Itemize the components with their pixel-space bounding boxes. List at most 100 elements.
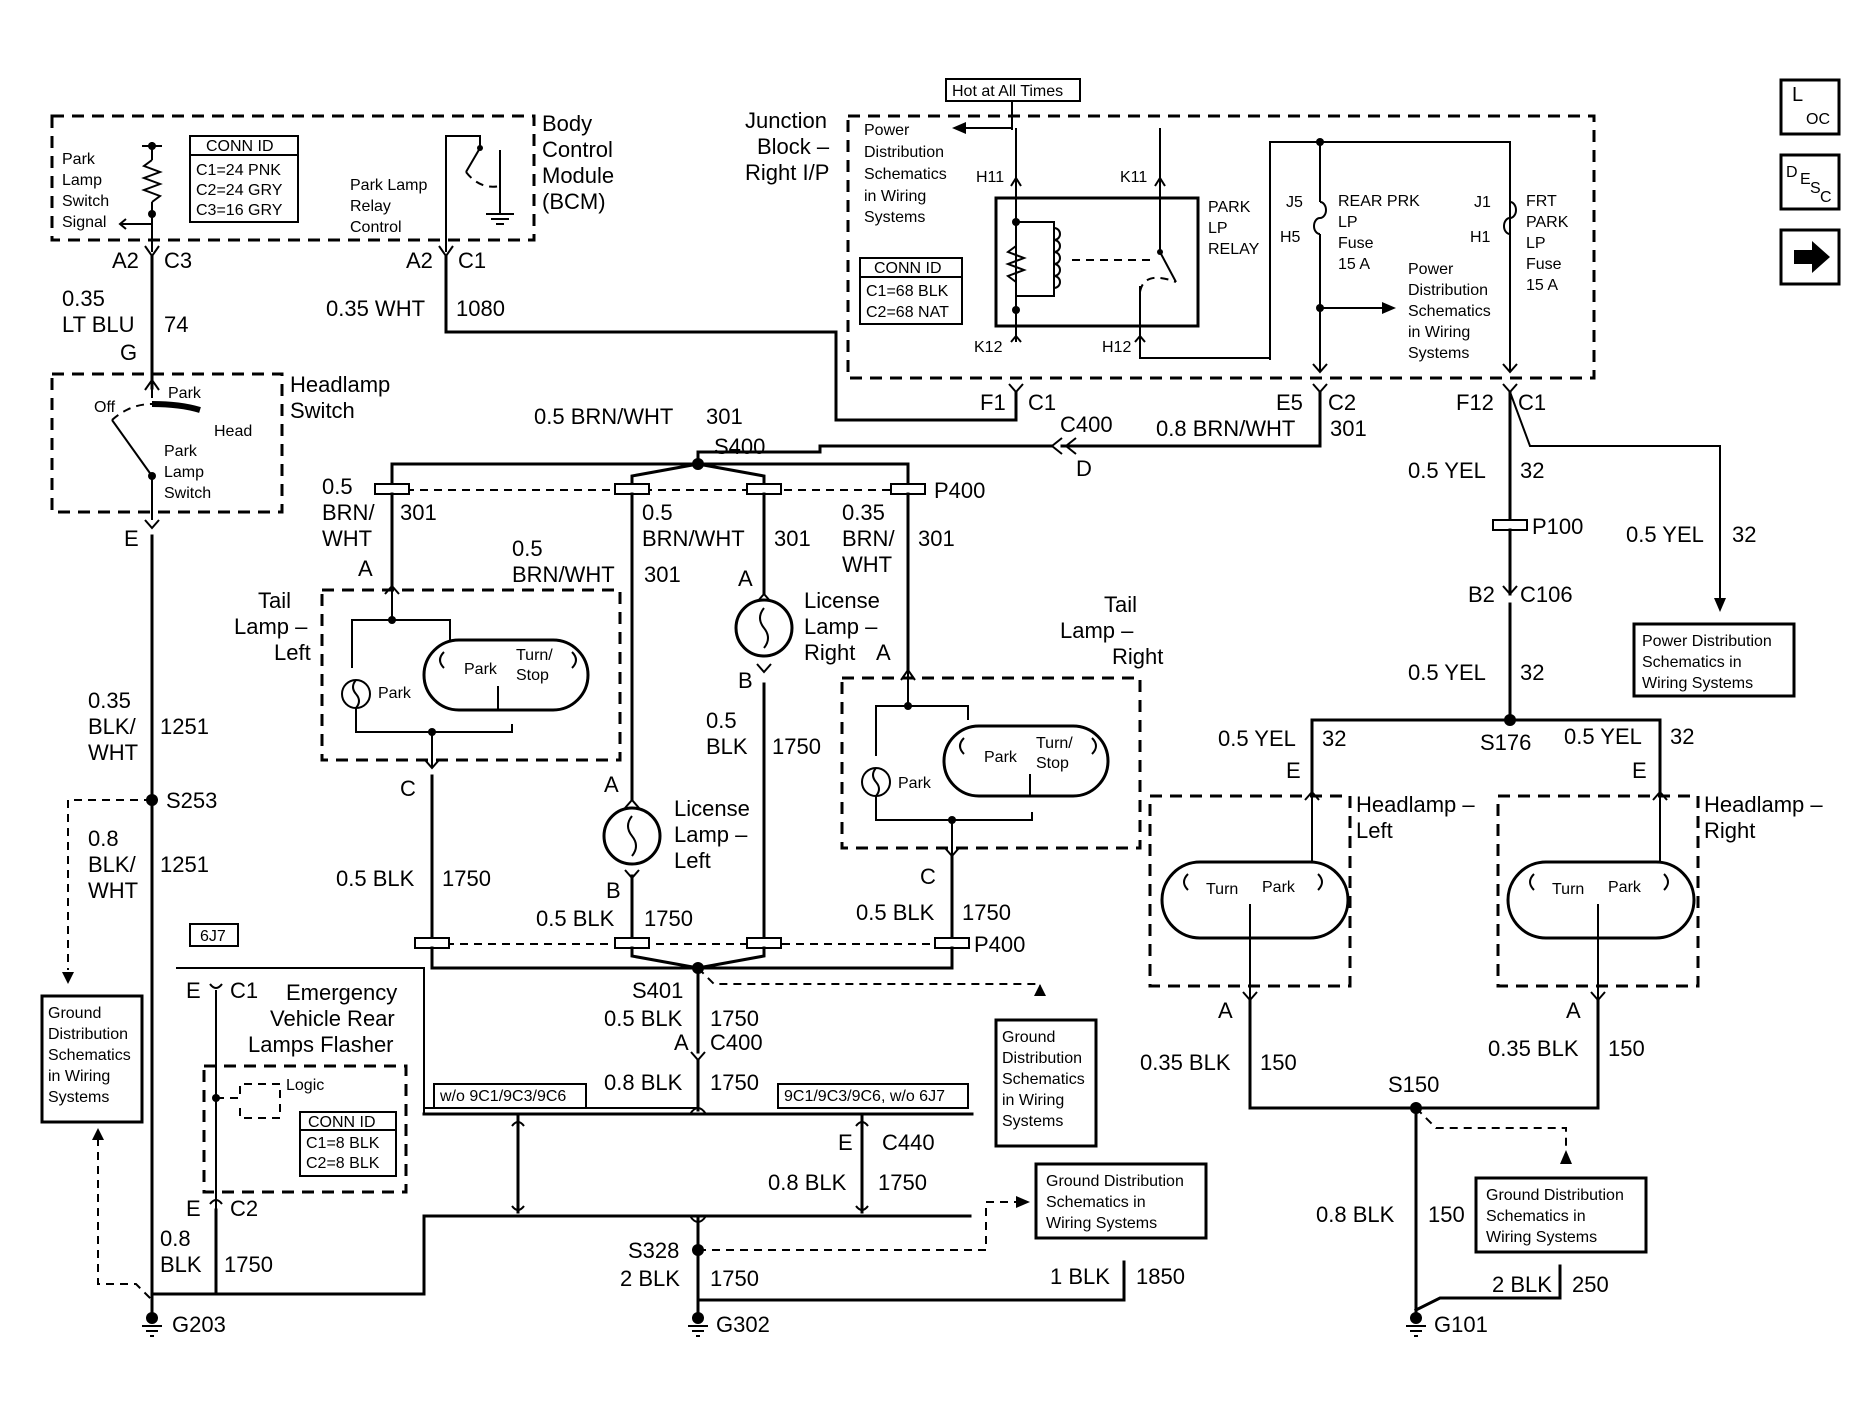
svg-text:F12: F12: [1456, 390, 1494, 415]
ground-distribution-ref-lower[interactable]: Ground Distribution Schematics in Wiring…: [1034, 1162, 1208, 1240]
svg-text:Schematics in: Schematics in: [1642, 654, 1742, 671]
svg-text:Power: Power: [864, 122, 910, 139]
svg-text:BLK/: BLK/: [88, 714, 137, 739]
svg-text:Turn: Turn: [1206, 881, 1238, 898]
main-wiring: 0.35 LT BLU 74 G 0.35 WHT 1080 C400 D 0.…: [62, 254, 1756, 1320]
svg-text:0.35 BLK: 0.35 BLK: [1488, 1036, 1579, 1061]
svg-text:Park: Park: [168, 385, 202, 402]
svg-text:Ground: Ground: [1002, 1029, 1055, 1046]
svg-text:1750: 1750: [224, 1252, 273, 1277]
svg-text:PARK: PARK: [1208, 199, 1251, 216]
svg-text:E: E: [124, 526, 139, 551]
svg-text:C: C: [1820, 189, 1832, 206]
svg-text:P100: P100: [1532, 514, 1583, 539]
svg-text:WHT: WHT: [322, 526, 372, 551]
ground-distribution-ref-right[interactable]: Ground Distribution Schematics in Wiring…: [1474, 1176, 1648, 1254]
svg-text:Distribution: Distribution: [48, 1026, 128, 1043]
svg-text:Tail: Tail: [1104, 592, 1137, 617]
power-distribution-ref-right[interactable]: Power Distribution Schematics in Wiring …: [1632, 622, 1796, 698]
svg-text:Ground Distribution: Ground Distribution: [1486, 1187, 1624, 1204]
svg-text:w/o 9C1/9C3/9C6: w/o 9C1/9C3/9C6: [439, 1088, 566, 1105]
arrow-right-icon: [1794, 241, 1830, 273]
headlamp-right: E A Headlamp – Right Turn Park: [1496, 758, 1823, 1023]
svg-text:0.5 YEL: 0.5 YEL: [1408, 660, 1486, 685]
svg-text:REAR PRK: REAR PRK: [1338, 193, 1420, 210]
tail-lamp-left: Tail Lamp – Left A C Park Park Turn/ Sto…: [234, 556, 622, 801]
loc-button[interactable]: L OC: [1779, 78, 1841, 136]
svg-text:0.5 BLK: 0.5 BLK: [604, 1006, 683, 1031]
svg-text:in Wiring: in Wiring: [864, 188, 926, 205]
svg-text:2 BLK: 2 BLK: [1492, 1272, 1552, 1297]
svg-text:1750: 1750: [878, 1170, 927, 1195]
svg-text:Headlamp –: Headlamp –: [1356, 792, 1475, 817]
svg-text:Emergency: Emergency: [286, 980, 397, 1005]
svg-text:2 BLK: 2 BLK: [620, 1266, 680, 1291]
svg-text:Block –: Block –: [757, 134, 830, 159]
svg-text:0.5 YEL: 0.5 YEL: [1626, 522, 1704, 547]
svg-text:CONN ID: CONN ID: [308, 1114, 376, 1131]
svg-text:E: E: [1800, 171, 1811, 188]
svg-text:Vehicle Rear: Vehicle Rear: [270, 1006, 395, 1031]
svg-text:Lamp –: Lamp –: [234, 614, 308, 639]
svg-text:Module: Module: [542, 163, 614, 188]
svg-text:Turn: Turn: [1552, 881, 1584, 898]
svg-text:Control: Control: [542, 137, 613, 162]
svg-text:in Wiring: in Wiring: [1002, 1092, 1064, 1109]
bcm-module: Body Control Module (BCM) Park Lamp Swit…: [50, 111, 614, 273]
svg-text:License: License: [804, 588, 880, 613]
svg-text:0.8 BLK: 0.8 BLK: [604, 1070, 683, 1095]
svg-text:1750: 1750: [772, 734, 821, 759]
svg-text:C2=8 BLK: C2=8 BLK: [306, 1155, 380, 1172]
svg-text:Schematics: Schematics: [1002, 1071, 1085, 1088]
svg-text:Park: Park: [62, 151, 96, 168]
svg-text:Right: Right: [804, 640, 855, 665]
ground-distribution-ref-middle[interactable]: Ground Distribution Schematics in Wiring…: [994, 1018, 1098, 1148]
svg-text:Park: Park: [1608, 879, 1642, 896]
svg-text:H1: H1: [1470, 229, 1491, 246]
svg-text:WHT: WHT: [88, 740, 138, 765]
svg-text:0.5 YEL: 0.5 YEL: [1564, 724, 1642, 749]
svg-text:A: A: [738, 566, 753, 591]
svg-text:in Wiring: in Wiring: [48, 1068, 110, 1085]
ground-distribution-ref-left[interactable]: Ground Distribution Schematics in Wiring…: [40, 994, 144, 1124]
option-without-9c-label: w/o 9C1/9C3/9C6: [433, 1083, 587, 1109]
svg-text:Right: Right: [1112, 644, 1163, 669]
svg-text:WHT: WHT: [88, 878, 138, 903]
svg-text:Schematics in: Schematics in: [1486, 1208, 1586, 1225]
svg-text:0.5 BRN/WHT: 0.5 BRN/WHT: [534, 404, 673, 429]
svg-text:C106: C106: [1520, 582, 1573, 607]
svg-text:Park: Park: [898, 775, 932, 792]
svg-text:0.8 BLK: 0.8 BLK: [768, 1170, 847, 1195]
svg-text:C400: C400: [1060, 412, 1113, 437]
svg-text:BLK: BLK: [706, 734, 748, 759]
svg-text:Hot at All Times: Hot at All Times: [952, 83, 1063, 100]
svg-text:BRN/WHT: BRN/WHT: [642, 526, 745, 551]
svg-text:PARK: PARK: [1526, 214, 1569, 231]
svg-text:0.5: 0.5: [642, 500, 673, 525]
svg-text:32: 32: [1520, 660, 1544, 685]
svg-text:Wiring Systems: Wiring Systems: [1642, 675, 1753, 692]
next-page-button[interactable]: [1779, 228, 1841, 286]
svg-text:0.5 YEL: 0.5 YEL: [1408, 458, 1486, 483]
svg-text:C2: C2: [1328, 390, 1356, 415]
svg-text:C3: C3: [164, 248, 192, 273]
svg-text:A2: A2: [406, 248, 433, 273]
svg-text:D: D: [1076, 456, 1092, 481]
svg-text:C1=68 BLK: C1=68 BLK: [866, 283, 949, 300]
svg-text:Control: Control: [350, 219, 402, 236]
flasher-conn-id: CONN ID C1=8 BLK C2=8 BLK: [299, 1111, 397, 1177]
svg-text:Ground Distribution: Ground Distribution: [1046, 1173, 1184, 1190]
license-lamp-right: A B License Lamp – Right: [734, 566, 880, 693]
svg-text:Lamp –: Lamp –: [804, 614, 878, 639]
svg-text:G: G: [120, 340, 137, 365]
svg-text:Right: Right: [1704, 818, 1755, 843]
junction-conn-id: CONN ID C1=68 BLK C2=68 NAT: [859, 257, 963, 325]
svg-text:Distribution: Distribution: [1002, 1050, 1082, 1067]
svg-text:Park: Park: [984, 749, 1018, 766]
svg-text:0.5: 0.5: [706, 708, 737, 733]
svg-text:K12: K12: [974, 339, 1003, 356]
svg-text:G302: G302: [716, 1312, 770, 1337]
svg-text:Signal: Signal: [62, 214, 106, 231]
desc-button[interactable]: D E S C: [1779, 153, 1841, 211]
svg-text:Fuse: Fuse: [1526, 256, 1562, 273]
